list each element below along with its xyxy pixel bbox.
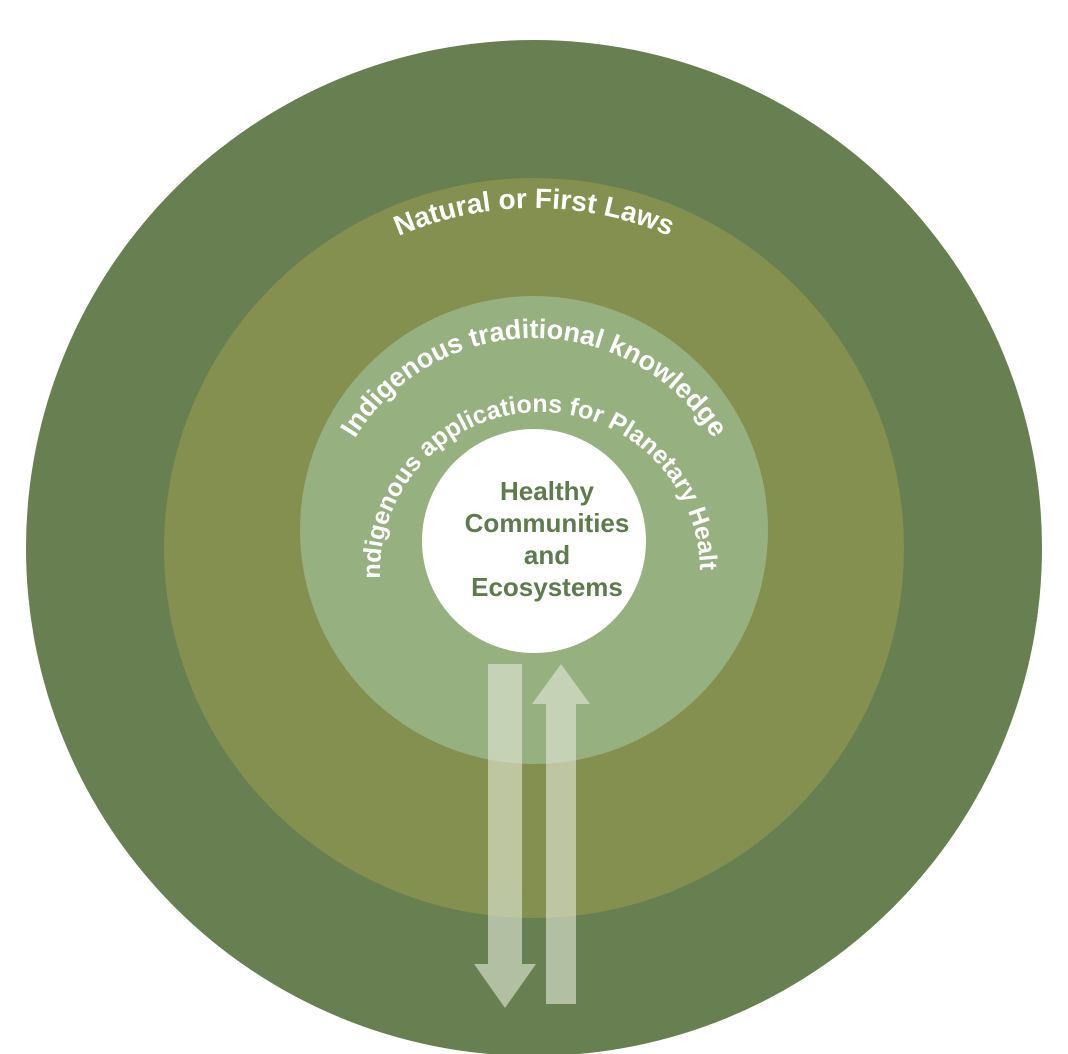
core-label-line-4: Ecosystems — [471, 572, 623, 602]
core-label-line-2: Communities — [465, 508, 630, 538]
arrow-down-icon — [474, 664, 536, 1008]
core-label-line-1: Healthy — [500, 476, 594, 506]
core-circle — [422, 429, 646, 653]
arrow-up-icon — [532, 664, 590, 1004]
core-label-line-3: and — [524, 540, 570, 570]
